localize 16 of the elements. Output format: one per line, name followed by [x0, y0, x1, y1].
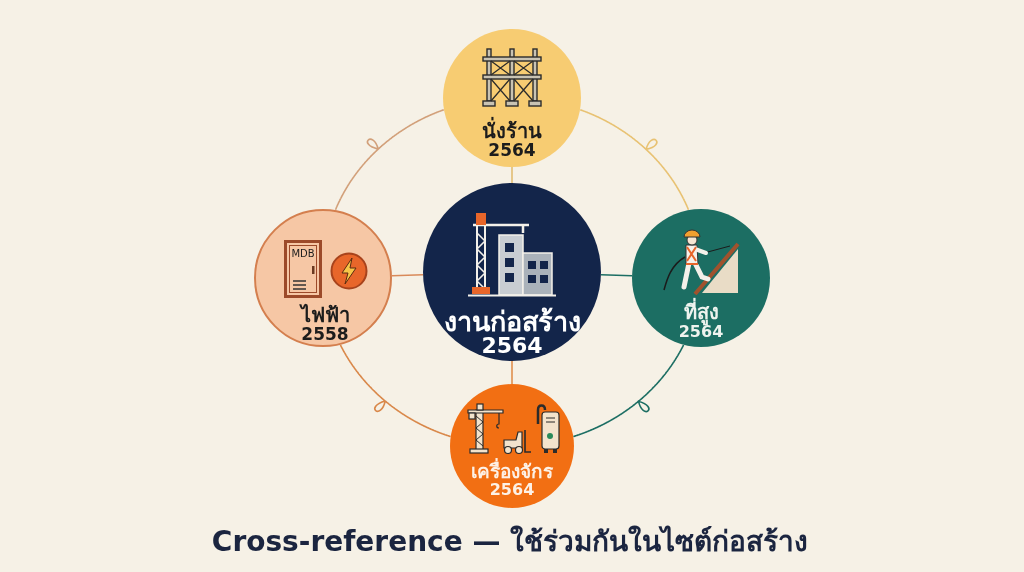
- connector-line: [391, 274, 424, 277]
- looped-connector: [572, 344, 685, 438]
- connector-line: [511, 360, 513, 385]
- year-label: 2564: [489, 480, 535, 500]
- looped-connector: [579, 108, 690, 211]
- caption: Cross-reference — ใช้ร่วมกันในไซต์ก่อสร้าง: [211, 525, 809, 559]
- year-label: 2564: [488, 141, 536, 161]
- looped-connector: [339, 344, 452, 438]
- looped-connector: [334, 108, 445, 211]
- topic-title: นั่งร้าน: [482, 119, 542, 143]
- panel-label: MDB: [291, 248, 315, 260]
- topic-title: ที่สูง: [683, 300, 719, 324]
- connector-line: [600, 274, 633, 277]
- connector-line: [511, 166, 513, 184]
- year-label: 2558: [301, 325, 349, 345]
- topic-title: ไฟฟ้า: [300, 303, 350, 327]
